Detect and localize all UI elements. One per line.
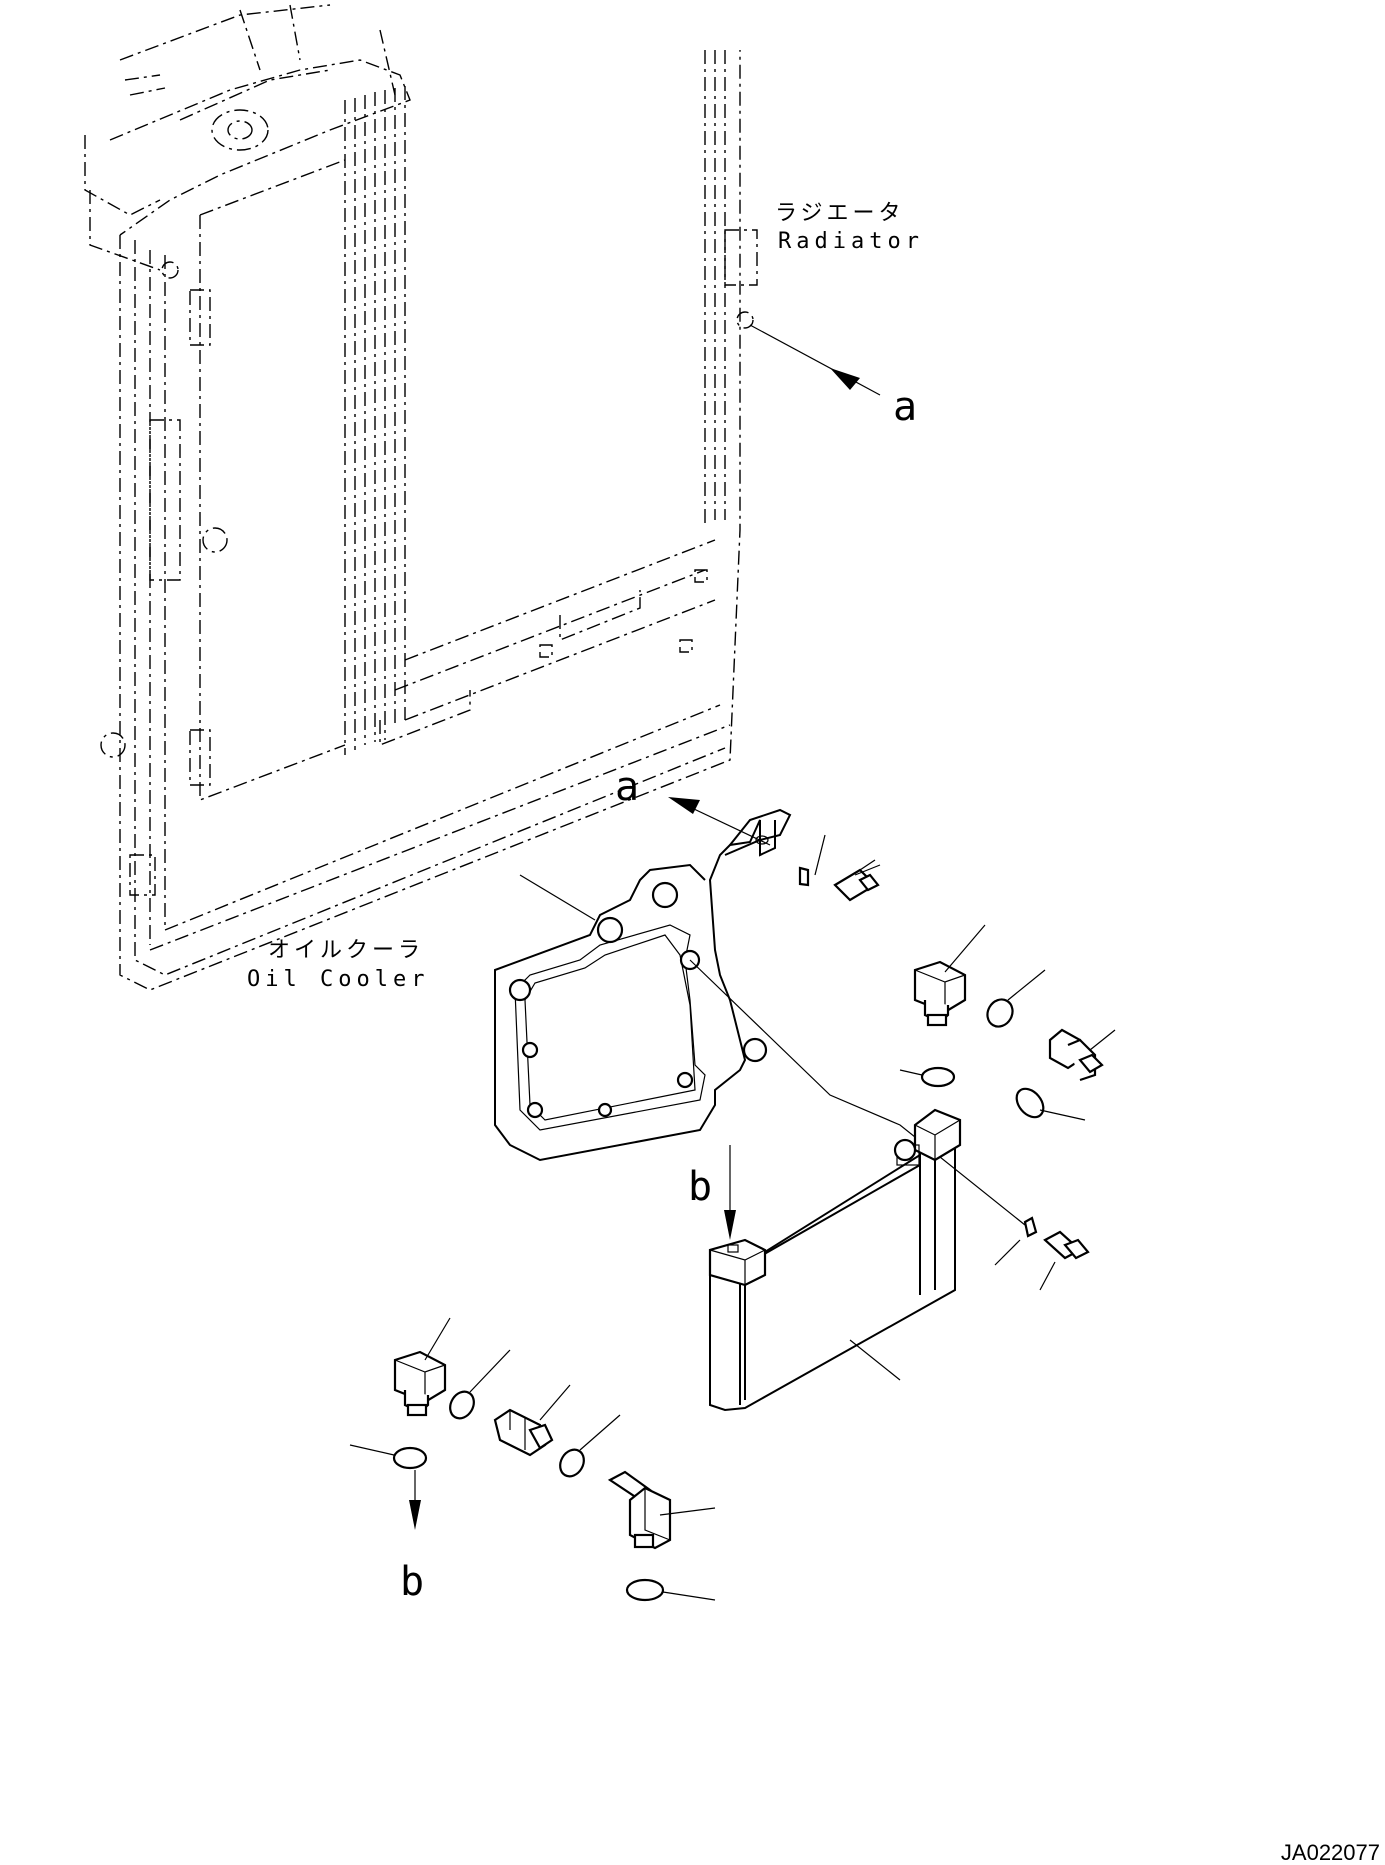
washer-upper bbox=[798, 834, 826, 887]
arrow-b-mid bbox=[724, 1145, 736, 1240]
leader-elbow-lower-1 bbox=[424, 1317, 451, 1361]
arrow-a-mid bbox=[668, 797, 771, 846]
washer-lower bbox=[994, 1216, 1038, 1266]
elbow-fitting-lower-2 bbox=[607, 1470, 672, 1550]
o-ring-lower-1 bbox=[449, 1349, 511, 1420]
elbow-fitting-lower-1 bbox=[393, 1350, 447, 1417]
leader-bolt-upper bbox=[859, 859, 876, 871]
radiator-label-en: Radiator bbox=[778, 229, 924, 254]
leader-cooler bbox=[849, 1339, 901, 1381]
arrow-b-bottom bbox=[409, 1470, 421, 1530]
ref-b-bottom: b bbox=[400, 1559, 424, 1605]
arrow-a-top bbox=[749, 324, 881, 396]
oil-cooler-core bbox=[708, 1108, 962, 1412]
elbow-fitting-upper bbox=[913, 960, 967, 1027]
radiator-assembly bbox=[84, 4, 758, 991]
adapter-fitting-lower bbox=[493, 1408, 554, 1457]
bolt-lower bbox=[1039, 1230, 1090, 1291]
radiator-label-jp: ラジエータ bbox=[775, 201, 905, 226]
bolt-upper bbox=[833, 864, 881, 902]
leader-elbow-lower-2 bbox=[659, 1507, 716, 1516]
leader-fitting-upper bbox=[1089, 1029, 1116, 1051]
oil-cooler-label-jp: オイルクーラ bbox=[268, 938, 424, 963]
ref-b-mid: b bbox=[688, 1164, 712, 1210]
leader-bracket bbox=[519, 874, 596, 921]
straight-fitting-upper bbox=[1048, 1028, 1104, 1082]
leader-elbow-upper bbox=[944, 924, 986, 973]
o-ring-lower-3 bbox=[559, 1414, 621, 1478]
o-ring-upper-2 bbox=[899, 1066, 956, 1088]
o-ring-lower-2 bbox=[349, 1444, 428, 1470]
o-ring-lower-4 bbox=[625, 1578, 716, 1602]
oil-cooler-label-en: Oil Cooler bbox=[247, 967, 429, 992]
oil-cooler-bracket bbox=[494, 808, 792, 1162]
o-ring-upper-1 bbox=[986, 969, 1046, 1028]
ref-a-mid: a bbox=[615, 764, 639, 810]
leader-adapter-lower bbox=[539, 1384, 571, 1421]
ref-a-top: a bbox=[893, 384, 917, 430]
alignment-line bbox=[689, 959, 1026, 1226]
drawing-number: JA022077 bbox=[1281, 1840, 1380, 1865]
o-ring-upper-3 bbox=[1015, 1087, 1086, 1121]
